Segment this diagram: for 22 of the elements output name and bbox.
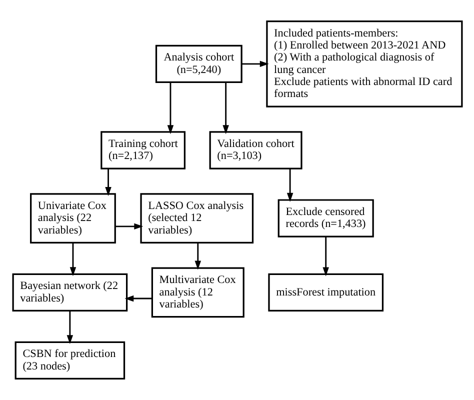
- arrow: [286, 168, 293, 202]
- node-box: missForest imputation: [268, 273, 384, 312]
- node-box: Included patients-members: (1) Enrolled between 2013-2021 AND (2) With a pathological diagnosis of lung cancer Exclude patients with abnormal ID card formats: [266, 20, 462, 108]
- node-box: Multivariate Cox analysis (12 variables): [150, 267, 244, 318]
- arrow: [69, 242, 76, 276]
- node-box: Univariate Cox analysis (22 variables): [30, 193, 116, 244]
- node-box: LASSO Cox analysis (selected 12 variables): [140, 193, 254, 244]
- arrow: [104, 168, 111, 196]
- arrow: [241, 60, 268, 68]
- arrow: [222, 82, 228, 134]
- arrow: [322, 236, 328, 276]
- arrow: [166, 82, 174, 134]
- arrow: [124, 295, 152, 302]
- node-box: Validation cohort (n=3,103): [208, 131, 302, 170]
- node-box: Exclude censored records (n=1,433): [277, 199, 374, 238]
- arrow: [194, 242, 201, 270]
- node-box: Training cohort (n=2,137): [100, 131, 185, 170]
- node-box: Analysis cohort (n=5,240): [154, 44, 242, 83]
- node-box: Bayesian network (22 variables): [12, 273, 128, 312]
- node-box: CSBN for prediction (23 nodes): [14, 341, 125, 380]
- arrow: [114, 223, 143, 230]
- arrow: [66, 311, 73, 344]
